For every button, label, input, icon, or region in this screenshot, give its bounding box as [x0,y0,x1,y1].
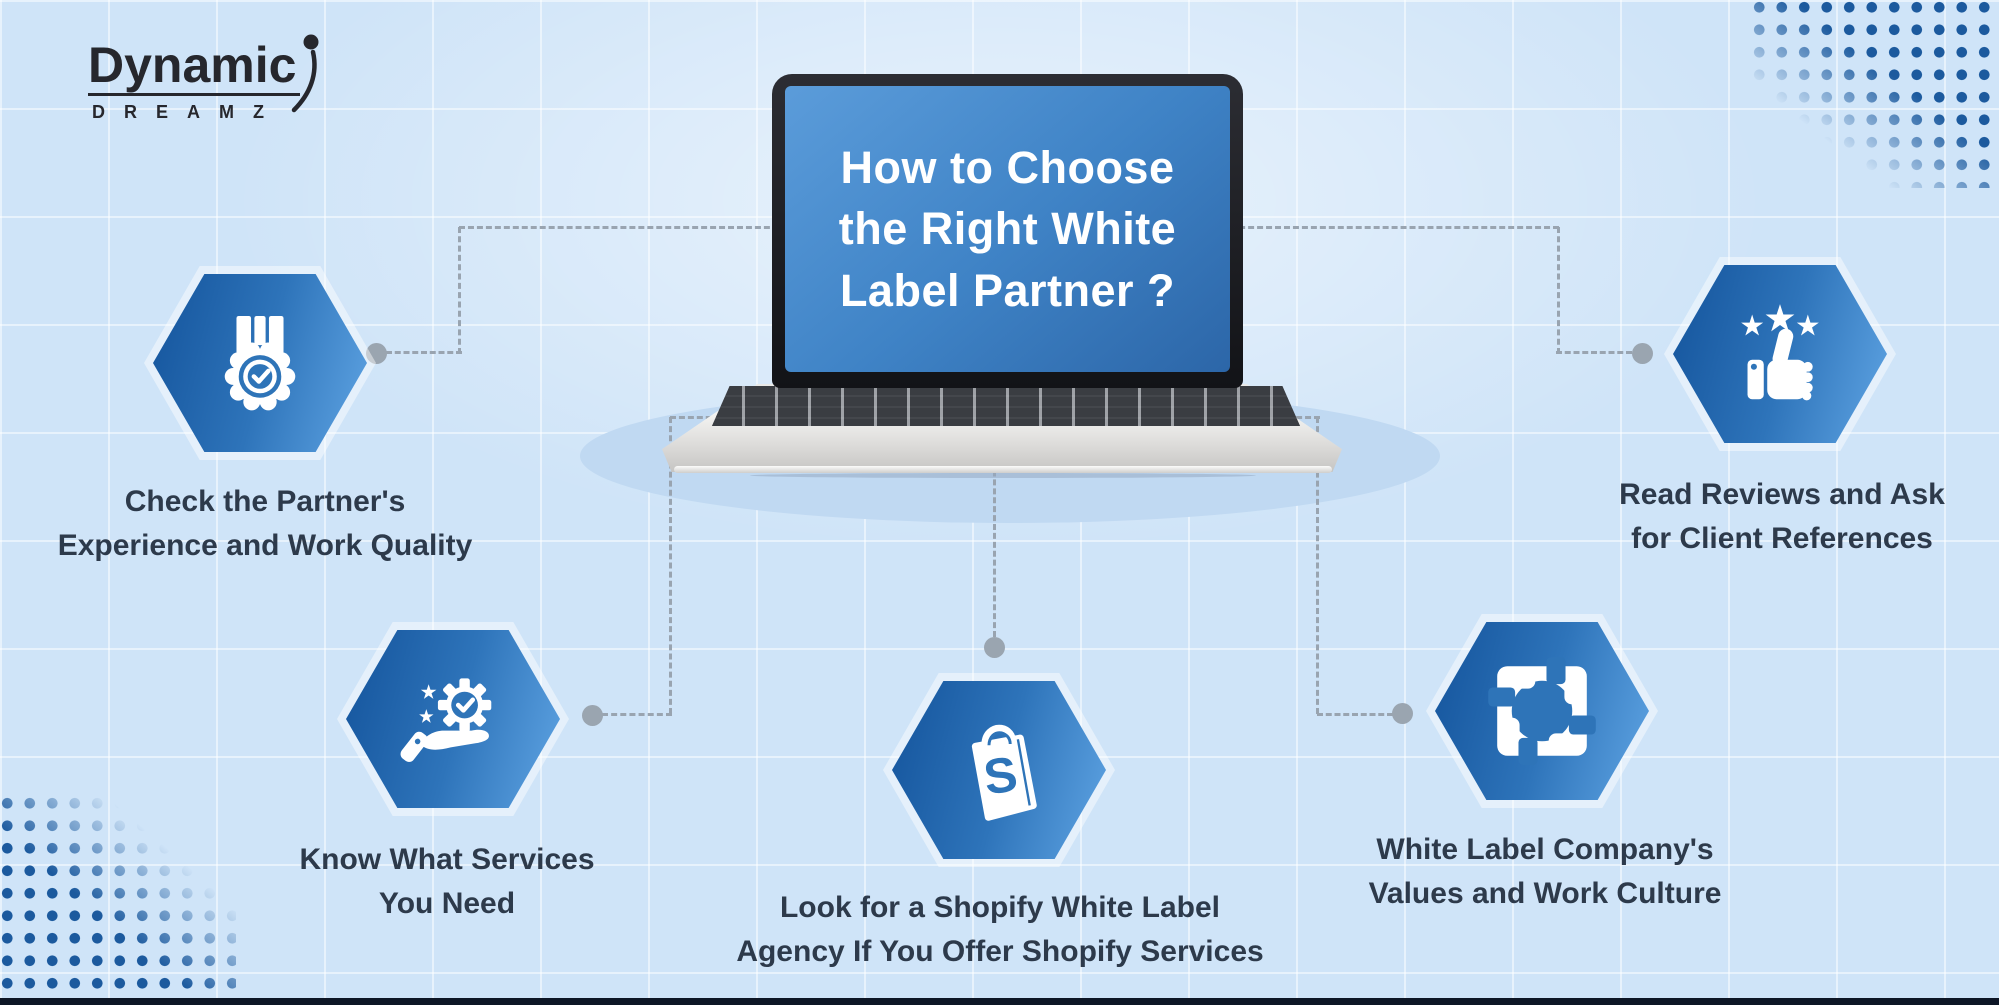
connector-center-v [993,417,996,637]
step-label-line: Check the Partner's [124,485,406,518]
shopify-s-letter: S [980,745,1021,805]
main-title-line: the Right White [838,203,1177,255]
step-label-line: White Label Company's [1376,833,1714,866]
step-label-line: Know What Services [299,843,595,876]
step-hexagon-experience [144,266,376,460]
connector-bottom-right-v [1316,417,1319,714]
main-title-line: How to Choose [840,141,1175,193]
step-hexagon-culture [1426,614,1658,808]
logo-swoosh-icon [291,34,319,113]
hexagon-tile [346,630,560,808]
step-hexagon-services [337,622,569,816]
logo-wordmark: Dynamic [88,37,297,93]
logo-divider [88,93,300,96]
laptop-illustration: How to Choose the Right White Label Part… [660,74,1346,478]
connector-top-right-h [1556,351,1632,354]
laptop-screen: How to Choose the Right White Label Part… [785,86,1230,372]
laptop-base-shadow [750,473,1256,478]
step-label-culture: White Label Company's Values and Work Cu… [1335,828,1755,916]
shopify-bag-icon: S [971,724,1037,821]
step-label-line: Agency If You Offer Shopify Services [736,935,1264,969]
step-label-line: Experience and Work Quality [57,529,473,563]
logo-subwordmark: DREAMZ [92,102,283,122]
footer-accent-bar [0,998,1999,1005]
step-label-line: You Need [378,887,516,921]
step-hexagon-reviews [1664,257,1896,451]
hexagon-tile: S [892,681,1106,859]
teamwork-hands-icon [1488,657,1596,765]
step-label-line: Read Reviews and Ask [1619,478,1945,511]
step-label-line: Look for a Shopify White Label [779,891,1220,924]
connector-bottom-right-h [1317,713,1393,716]
step-label-line: for Client References [1631,522,1933,556]
connector-bottom-left-h [602,713,672,716]
step-label-reviews: Read Reviews and Ask for Client Referenc… [1602,473,1962,561]
step-label-services: Know What Services You Need [277,838,617,926]
connector-node-dot [1632,343,1653,364]
connector-top-left-v [458,227,461,354]
step-label-experience: Check the Partner's Experience and Work … [45,480,485,568]
step-label-shopify: Look for a Shopify White Label Agency If… [730,886,1270,974]
connector-top-left-h [386,351,462,354]
step-label-line: Values and Work Culture [1368,877,1722,911]
halftone-dots-top-right [1748,0,1999,188]
hexagon-tile [1673,265,1887,443]
medal-check-icon [224,315,296,411]
main-title-line: Label Partner ? [839,264,1176,316]
laptop-screen-bezel: How to Choose the Right White Label Part… [772,74,1243,388]
hand-gear-icon [400,678,492,762]
connector-node-dot [582,705,603,726]
connector-node-dot [1392,703,1413,724]
brand-logo: Dynamic DREAMZ [88,34,319,123]
thumbs-up-stars-icon [1741,304,1819,401]
halftone-dots-bottom-left [0,792,236,998]
connector-node-dot [984,637,1005,658]
hexagon-tile [1435,622,1649,800]
connector-bottom-left-v [669,417,672,714]
hexagon-tile [153,274,367,452]
main-title: How to Choose the Right White Label Part… [839,137,1176,322]
laptop-front-edge [674,466,1332,473]
laptop-keyboard [712,386,1300,426]
connector-node-dot [366,343,387,364]
connector-top-right-v [1557,227,1560,354]
step-hexagon-shopify: S [883,673,1115,867]
